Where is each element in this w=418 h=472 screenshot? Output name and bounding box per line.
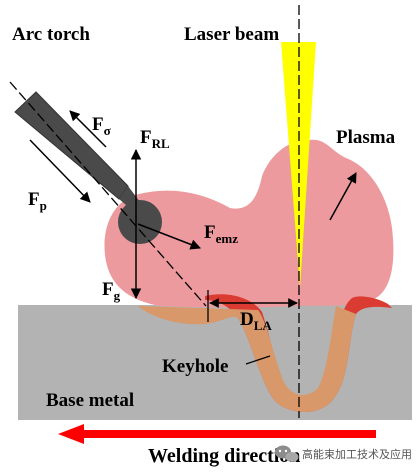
arc-axis-line	[9, 81, 207, 307]
f-emz-label: Femz	[204, 222, 238, 246]
force-f-emz-arrow	[137, 223, 201, 250]
f-g-label: Fg	[102, 279, 121, 303]
plasma-label: Plasma	[336, 127, 396, 148]
welding-direction-label: Welding direction	[148, 445, 300, 467]
keyhole-pointer	[245, 355, 271, 365]
force-f-sigma-arrow	[69, 110, 107, 148]
f-p-label: Fp	[28, 189, 47, 213]
f-rl-label: FRL	[140, 127, 170, 151]
arc-droplet	[118, 200, 162, 244]
molten-pool	[138, 306, 356, 413]
f-sigma-label: Fσ	[92, 114, 111, 138]
wechat-logo-icon	[275, 445, 299, 462]
arc-torch	[14, 91, 162, 244]
plasma-cloud	[104, 139, 394, 308]
base-metal-label: Base metal	[46, 390, 134, 411]
watermark-text: 高能束加工技术及应用	[302, 447, 412, 461]
watermark: 高能束加工技术及应用	[275, 445, 412, 462]
arc-torch-label: Arc torch	[12, 24, 90, 45]
welding-direction-arrow	[58, 424, 376, 444]
laser-beam-label: Laser beam	[184, 24, 279, 45]
force-f-p-arrow	[29, 139, 91, 203]
plasma-direction-arrow	[329, 172, 357, 221]
keyhole-label: Keyhole	[162, 356, 229, 377]
d-la-label: DLA	[240, 309, 272, 333]
